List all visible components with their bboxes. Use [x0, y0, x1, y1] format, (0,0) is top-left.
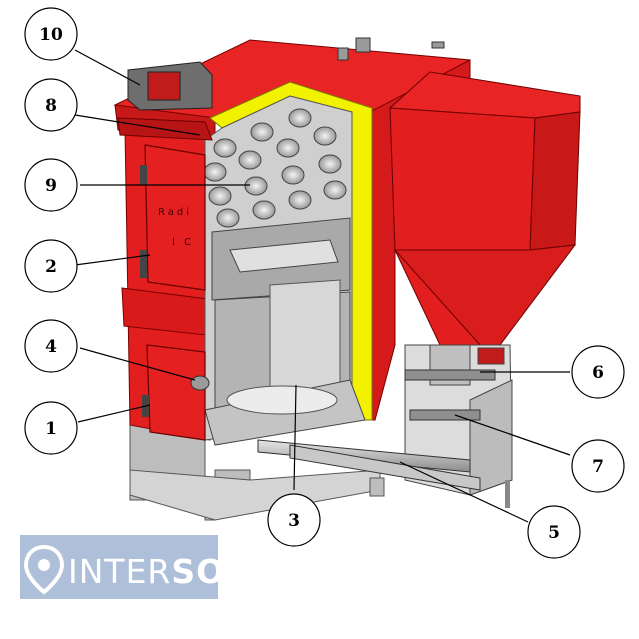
tube — [281, 165, 305, 185]
support-leg — [505, 480, 510, 508]
callout-circle — [571, 345, 625, 399]
top-fittings — [337, 37, 445, 61]
baffle-plate — [229, 239, 339, 273]
upper-door-panel — [144, 144, 206, 291]
hopper-funnel — [393, 244, 577, 346]
leader-line-3 — [293, 384, 297, 491]
pellet-hopper — [388, 71, 581, 346]
burner-inlet — [190, 375, 210, 391]
callout-number: 10 — [39, 25, 63, 45]
chamber-back-wall — [269, 279, 341, 396]
tube-row-3 — [208, 154, 342, 206]
lower-door — [142, 344, 206, 441]
tube — [250, 122, 274, 142]
callout-circle — [24, 78, 78, 132]
tube — [203, 162, 227, 182]
callout-circle — [527, 505, 581, 559]
tube — [213, 138, 237, 158]
tube — [252, 200, 276, 220]
support-leg — [369, 477, 385, 497]
logo-part-sol: SOL — [171, 552, 247, 591]
motor-unit — [477, 347, 505, 365]
callout-number: 6 — [592, 363, 604, 383]
hopper-right — [529, 111, 581, 251]
logo-part-inter: INTER — [68, 552, 171, 591]
upper-door-hinge — [140, 250, 147, 278]
callout-circle — [24, 7, 78, 61]
base-plate — [129, 469, 381, 521]
leader-line-8 — [74, 114, 201, 136]
cutaway-interior — [203, 81, 373, 446]
callout-circle — [24, 239, 78, 293]
callout-number: 4 — [45, 337, 57, 357]
tube — [288, 108, 312, 128]
feed-pipe-upper — [404, 369, 496, 381]
callout-number: 9 — [45, 176, 57, 196]
tube — [276, 138, 300, 158]
callout-number: 5 — [548, 523, 560, 543]
pipe-fitting-1 — [337, 47, 349, 61]
tube-row-4 — [216, 180, 347, 228]
pipe-fitting-3 — [431, 41, 445, 49]
callout-5: 5 — [527, 505, 581, 559]
heat-exchanger-tubes — [203, 108, 347, 228]
leader-line-2 — [74, 254, 151, 266]
callout-circle — [571, 439, 625, 493]
callout-6: 6 — [571, 345, 625, 399]
callout-circle — [24, 158, 78, 212]
control-panel — [127, 61, 213, 111]
feed-auger — [257, 439, 471, 473]
tube — [313, 126, 337, 146]
upper-door-hinge-top — [140, 165, 147, 185]
tube — [318, 154, 342, 174]
pipe-fitting-2 — [355, 37, 371, 53]
callout-number: 1 — [45, 419, 57, 439]
callout-circle — [24, 401, 78, 455]
control-panel-screen — [147, 71, 181, 101]
lower-door-panel — [146, 344, 206, 441]
logo-background — [20, 535, 218, 599]
leader-line-4 — [79, 347, 196, 381]
intersol-logo: INTERSOL — [20, 535, 247, 599]
callout-8: 8 — [24, 78, 78, 132]
tube — [238, 150, 262, 170]
callout-circle — [24, 319, 78, 373]
upper-door: Radi I C — [140, 144, 206, 291]
callout-1: 1 — [24, 401, 78, 455]
auger-tube — [289, 444, 481, 491]
callout-number: 8 — [45, 96, 57, 116]
callout-number: 3 — [288, 511, 300, 531]
tube — [288, 190, 312, 210]
callout-number: 7 — [592, 457, 604, 477]
tube-row-2 — [203, 126, 337, 182]
tube — [244, 176, 268, 196]
door-label-line1: Radi — [158, 207, 192, 218]
leader-lines — [74, 49, 571, 523]
location-pin-icon — [23, 544, 65, 595]
leader-line-7 — [454, 414, 571, 456]
burner-assembly — [257, 344, 513, 508]
leader-line-1 — [77, 404, 151, 423]
callout-circle — [267, 493, 321, 547]
callout-2: 2 — [24, 239, 78, 293]
burner-tube — [226, 385, 338, 415]
tube — [208, 186, 232, 206]
callout-10: 10 — [24, 7, 78, 61]
callout-9: 9 — [24, 158, 78, 212]
burner-head — [190, 375, 338, 415]
leader-line-5 — [399, 461, 529, 523]
tube — [323, 180, 347, 200]
logo-wordmark: INTERSOL — [68, 552, 247, 591]
callout-3: 3 — [267, 493, 321, 547]
door-label-line2: I C — [172, 237, 194, 248]
tube-row-1 — [213, 108, 312, 158]
tube — [216, 208, 240, 228]
callout-4: 4 — [24, 319, 78, 373]
feed-pipe-lower — [409, 409, 481, 421]
callout-7: 7 — [571, 439, 625, 493]
callout-number: 2 — [45, 257, 57, 277]
leader-line-10 — [74, 49, 141, 86]
